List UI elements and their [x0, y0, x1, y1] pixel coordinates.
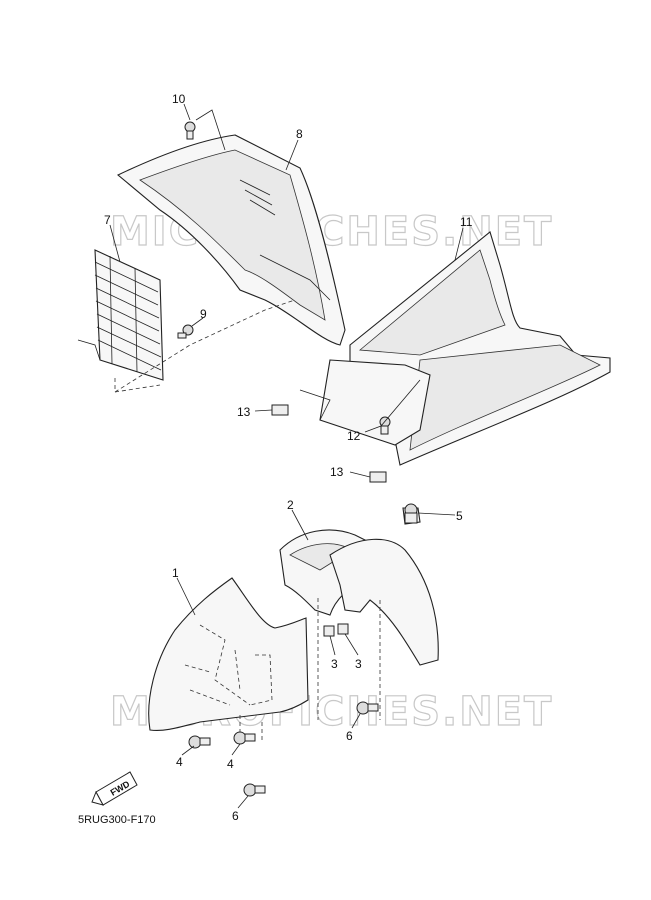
bolt-6b-icon: [243, 783, 266, 797]
callout-9: 9: [200, 307, 207, 321]
callout-8: 8: [296, 127, 303, 141]
callout-3a: 3: [331, 657, 338, 671]
clip-3a-icon: [323, 625, 335, 637]
screw-9-icon: [177, 324, 194, 339]
bolt-10-icon: [184, 121, 196, 140]
callout-6b: 6: [232, 809, 239, 823]
callout-3b: 3: [355, 657, 362, 671]
leader-3b: [344, 633, 359, 656]
callout-13-upper: 13: [237, 405, 251, 419]
leader-8: [285, 139, 299, 171]
part-11-inner-panel: [299, 231, 611, 466]
callout-4b: 4: [227, 757, 234, 771]
bolt-4a-icon: [188, 735, 211, 749]
clip-3b-icon: [337, 623, 349, 635]
nut-13-lower-icon: [369, 471, 387, 483]
part-8-inner-cover: [116, 134, 346, 346]
leader-9: [191, 317, 204, 327]
callout-6a: 6: [346, 729, 353, 743]
callout-5: 5: [456, 509, 463, 523]
leader-5: [417, 512, 456, 516]
callout-12: 12: [347, 429, 361, 443]
assembly-line-cowl: [239, 598, 381, 740]
leader-10: [183, 103, 226, 151]
collar-5-icon: [404, 503, 418, 524]
leader-6b: [237, 795, 249, 809]
leader-4a: [181, 745, 195, 756]
leader-4b: [231, 743, 241, 756]
leader-2: [291, 509, 309, 541]
part-1-front-cowl: [148, 577, 309, 731]
callout-7: 7: [104, 213, 111, 227]
bolt-4b-icon: [233, 731, 256, 745]
fwd-arrow-icon: FWD: [91, 771, 138, 806]
leader-13b: [349, 471, 371, 478]
callout-11: 11: [460, 215, 473, 229]
assembly-line-7-9: [114, 299, 296, 393]
callout-13-lower: 13: [330, 465, 344, 479]
leader-6a: [351, 713, 361, 729]
assembly-line-grille: [114, 378, 161, 393]
leader-1: [176, 577, 196, 616]
leader-3a: [329, 635, 336, 656]
callout-4a: 4: [176, 755, 183, 769]
part-front-fender-shell: [329, 507, 439, 666]
diagram-code: 5RUG300-F170: [78, 814, 156, 826]
leader-13a: [254, 409, 273, 412]
callout-10: 10: [172, 92, 186, 106]
callout-1: 1: [172, 566, 179, 580]
bolt-6a-icon: [356, 701, 379, 715]
leader-12: [364, 379, 421, 433]
leader-11: [454, 227, 464, 261]
nut-13-upper-icon: [271, 404, 289, 416]
part-7-grille: [77, 249, 164, 381]
callout-2: 2: [287, 498, 294, 512]
leader-7: [109, 224, 121, 263]
